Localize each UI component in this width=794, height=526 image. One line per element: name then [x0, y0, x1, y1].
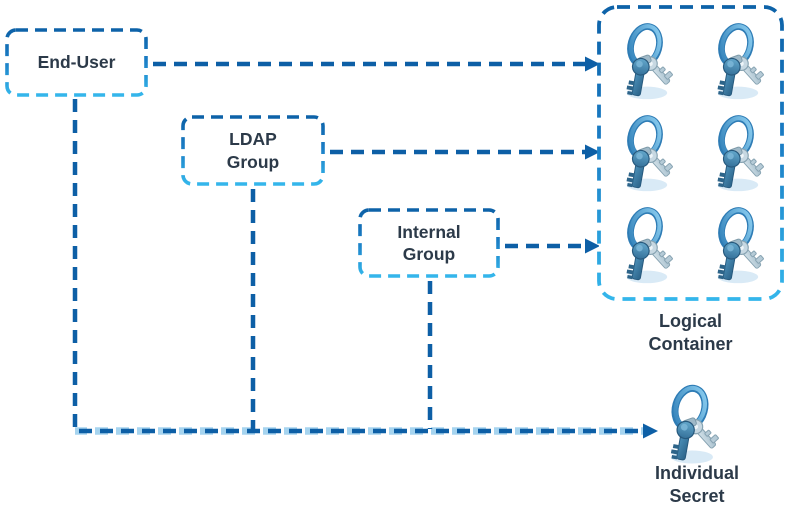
- keyring-icon: [616, 204, 674, 286]
- keyring-icon: [616, 112, 674, 194]
- individual-secret-icon keyring-icon: [660, 382, 720, 466]
- keyring-icon: [707, 20, 765, 102]
- individual-secret-caption: Individual Secret: [617, 462, 777, 509]
- internal-group-border: [358, 208, 500, 278]
- end-user-border: [5, 28, 148, 97]
- logical-container-caption: Logical Container: [597, 310, 784, 357]
- keyring-icon: [707, 204, 765, 286]
- end-user-box: End-User: [5, 28, 148, 97]
- ldap-group-box: LDAP Group: [181, 115, 325, 186]
- logical-container: [597, 5, 784, 301]
- internal-group-label: Internal Group: [397, 221, 461, 264]
- keyring-icon: [616, 20, 674, 102]
- logical-container-border: [597, 5, 784, 301]
- arrowhead-individual-secret: [643, 423, 658, 439]
- ldap-group-border: [181, 115, 325, 186]
- internal-group-box: Internal Group: [358, 208, 500, 278]
- logical-container-label: Logical Container: [648, 311, 733, 355]
- end-user-label: End-User: [37, 52, 116, 73]
- keyring-icon: [707, 112, 765, 194]
- container-keys: [599, 7, 782, 299]
- ldap-group-label: LDAP Group: [226, 129, 280, 172]
- individual-secret-label: Individual Secret: [654, 463, 739, 507]
